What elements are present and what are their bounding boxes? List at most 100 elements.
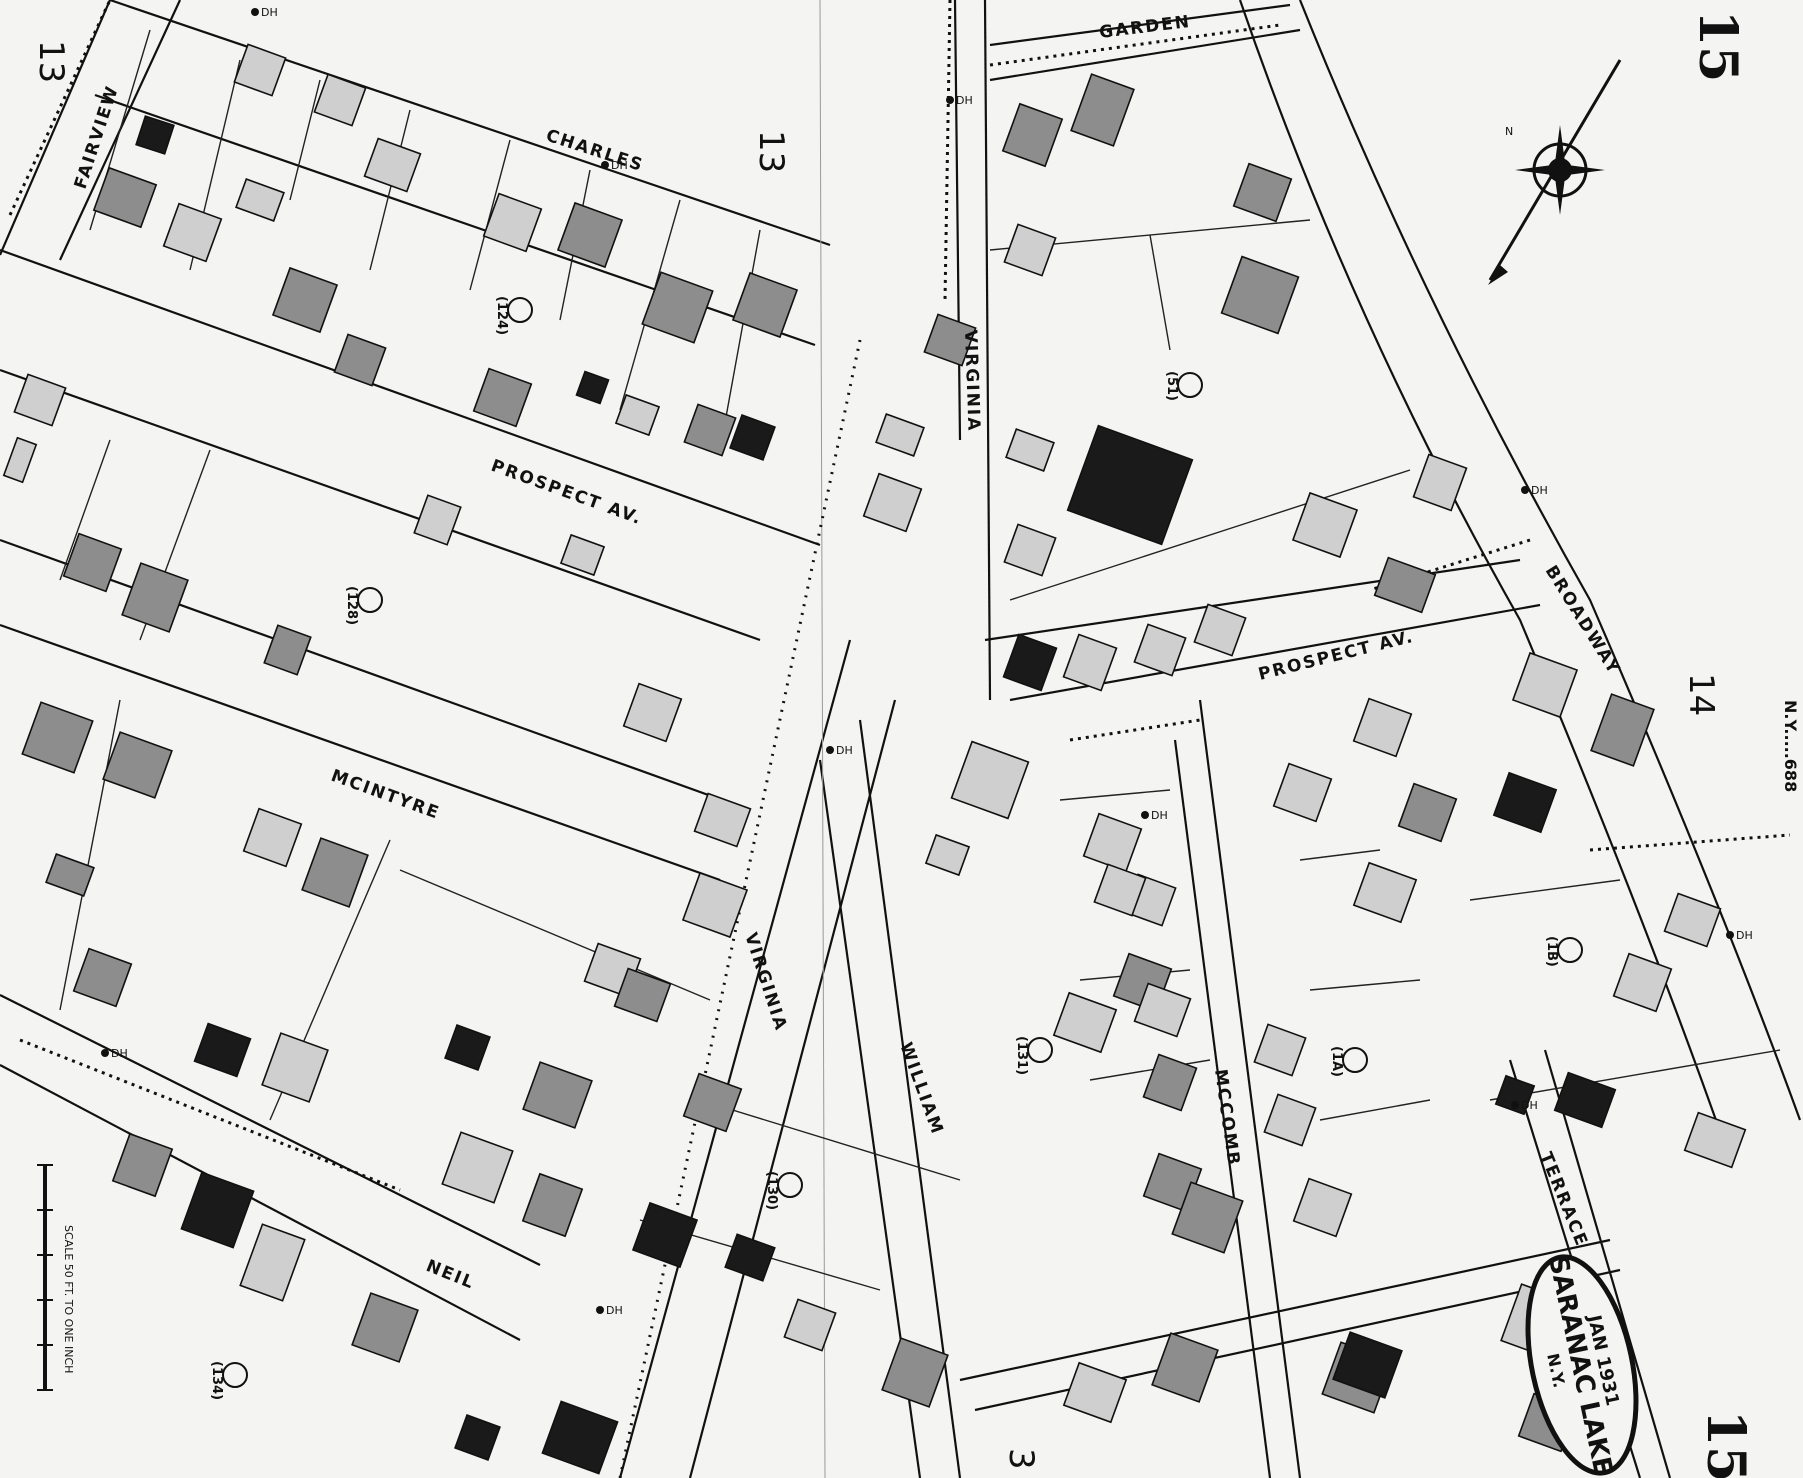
hydrant-label: DH (606, 1304, 623, 1317)
building-footprint (862, 472, 923, 533)
scale-bar: SCALE 50 FT. TO ONE INCH (37, 1164, 75, 1391)
building-footprint (1291, 491, 1359, 559)
building-footprint (1412, 453, 1468, 512)
hydrant-label: DH (1521, 1099, 1538, 1112)
block-number: (134) (209, 1361, 224, 1400)
building-footprint (1002, 633, 1058, 692)
block-number-circle (357, 587, 383, 613)
hydrant-label: DH (1736, 929, 1753, 942)
hydrant-marker (596, 1306, 604, 1314)
label-charles: CHARLES (543, 126, 646, 176)
building-footprint (135, 115, 175, 155)
hydrant-marker (251, 8, 259, 16)
building-footprint (1494, 1074, 1536, 1116)
hydrant-label: DH (956, 94, 973, 107)
building-footprint (1003, 223, 1057, 277)
building-footprint (1220, 255, 1300, 335)
building-footprint (1373, 556, 1437, 614)
block-number: (1B) (1544, 936, 1559, 967)
label-garden: GARDEN (1098, 12, 1192, 43)
block-number: (51) (1164, 371, 1179, 401)
building-footprint (1683, 1111, 1747, 1169)
building-footprint (313, 73, 367, 127)
building-footprint (13, 373, 67, 427)
building-footprint (92, 166, 158, 229)
label-prospect-west: PROSPECT AV. (488, 456, 645, 529)
building-footprint (622, 682, 683, 743)
building-footprint (239, 1223, 306, 1302)
label-prospect-east: PROSPECT AV. (1256, 627, 1416, 685)
hydrant-label: DH (836, 744, 853, 757)
hydrant-label: DH (1151, 809, 1168, 822)
hydrant-marker (826, 746, 834, 754)
building-footprint (1005, 428, 1055, 472)
building-footprint (1332, 1331, 1403, 1399)
building-footprint (233, 43, 287, 97)
building-footprint (783, 1298, 837, 1352)
block-number-circle (1557, 937, 1583, 963)
block-number-circle (777, 1172, 803, 1198)
building-footprint (1553, 1071, 1617, 1129)
adjacent-sheet-top: 13 (751, 130, 791, 173)
hydrant-marker (1141, 811, 1149, 819)
hydrant-marker (101, 1049, 109, 1057)
building-footprint (454, 1414, 501, 1461)
building-footprint (235, 178, 285, 222)
building-footprint (681, 871, 749, 939)
compass-rose: N (1488, 59, 1622, 285)
building-footprint (556, 201, 624, 269)
building-footprint (1052, 991, 1118, 1054)
building-footprint (301, 837, 369, 908)
building-footprint (72, 947, 133, 1008)
building-footprint (683, 403, 737, 457)
building-footprint (180, 1171, 255, 1249)
hydrant-label: DH (261, 6, 278, 19)
building-footprint (559, 533, 606, 577)
building-footprint (1001, 102, 1064, 168)
building-footprint (351, 1292, 419, 1363)
hydrant-label: DH (111, 1047, 128, 1060)
building-footprint (1272, 762, 1333, 823)
building-footprint (21, 701, 94, 774)
block-number-circle (1342, 1047, 1368, 1073)
building-footprint (482, 192, 543, 253)
building-footprint (693, 792, 752, 848)
building-footprint (1492, 771, 1558, 834)
building-footprint (1590, 693, 1655, 767)
building-footprint (1133, 623, 1187, 677)
building-footprint (271, 266, 339, 334)
compass-north-label: N (1505, 125, 1513, 138)
building-footprint (193, 1022, 252, 1078)
building-footprint (1352, 861, 1418, 924)
sheet-number-bottom: 15 (1695, 1410, 1756, 1478)
building-footprint (1232, 162, 1293, 223)
label-mccomb: MCCOMB (1210, 1068, 1243, 1168)
building-footprint (521, 1172, 584, 1238)
building-footprint (1253, 1023, 1307, 1077)
label-william: WILLIAM (895, 1040, 947, 1138)
block-number: (124) (494, 296, 509, 335)
water-pipes (8, 0, 1791, 1478)
building-footprint (363, 137, 422, 193)
building-footprint (242, 807, 303, 868)
building-footprint (1066, 424, 1194, 546)
hydrant-marker (1521, 486, 1529, 494)
building-footprint (631, 1201, 699, 1269)
building-footprint (263, 624, 312, 676)
building-footprint (875, 413, 925, 457)
building-footprint (924, 833, 971, 877)
building-footprint (522, 1061, 593, 1129)
adjacent-sheet-right: 14 (1681, 673, 1721, 716)
building-footprint (1133, 982, 1192, 1038)
building-footprint (950, 740, 1030, 820)
building-footprint (472, 367, 533, 428)
buildings (2, 43, 1747, 1475)
adjacent-sheet-left: 13 (31, 40, 71, 83)
date-stamp: JAN 1931 SARANAC LAKE N.Y. (1525, 1253, 1639, 1478)
building-footprint (1263, 1093, 1317, 1147)
building-footprint (2, 436, 38, 484)
building-footprint (541, 1400, 619, 1475)
sheet-number-top: 15 (1687, 10, 1748, 82)
block-number-circle (222, 1362, 248, 1388)
